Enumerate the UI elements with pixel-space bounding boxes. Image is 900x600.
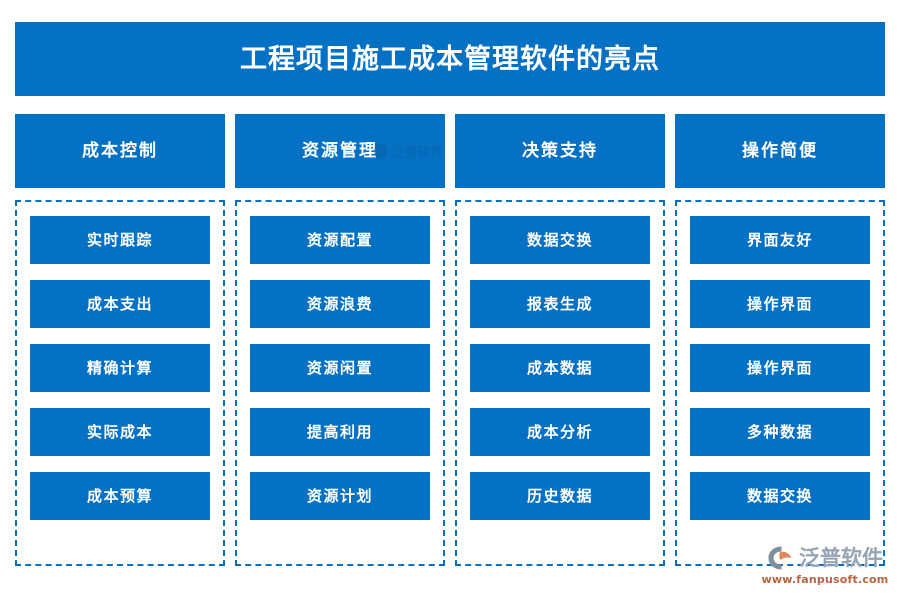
feature-item-label: 操作界面: [746, 294, 813, 313]
category-header-2[interactable]: 资源管理 泛普软件: [235, 114, 445, 188]
category-column-cost-control: 成本控制 实时跟踪 成本支出 精确计算 实际成本 成本预算: [15, 114, 225, 566]
logo-name: 泛普软件: [799, 545, 883, 570]
watermark-label: 泛普软件: [390, 145, 443, 161]
logo-row: 泛普软件: [767, 545, 883, 571]
feature-item[interactable]: 数据交换: [690, 472, 870, 520]
feature-item[interactable]: 提高利用: [250, 408, 430, 456]
feature-item-label: 成本预算: [86, 486, 153, 505]
feature-item[interactable]: 成本支出: [30, 280, 210, 328]
feature-item-label: 历史数据: [526, 486, 593, 505]
category-header-4[interactable]: 操作简便: [675, 114, 885, 188]
feature-item[interactable]: 精确计算: [30, 344, 210, 392]
feature-item[interactable]: 资源计划: [250, 472, 430, 520]
feature-item[interactable]: 资源闲置: [250, 344, 430, 392]
feature-item[interactable]: 成本分析: [470, 408, 650, 456]
category-column-ease-of-use: 操作简便 界面友好 操作界面 操作界面 多种数据 数据交换: [675, 114, 885, 566]
feature-list-3: 数据交换 报表生成 成本数据 成本分析 历史数据: [455, 200, 665, 566]
feature-item[interactable]: 数据交换: [470, 216, 650, 264]
feature-item[interactable]: 资源配置: [250, 216, 430, 264]
feature-item[interactable]: 实际成本: [30, 408, 210, 456]
category-header-label-3: 决策支持: [522, 140, 598, 161]
feature-item-label: 资源计划: [306, 486, 373, 505]
category-header-1[interactable]: 成本控制: [15, 114, 225, 188]
feature-item-label: 提高利用: [306, 422, 373, 441]
header-watermark: 泛普软件: [372, 142, 443, 161]
category-header-3[interactable]: 决策支持: [455, 114, 665, 188]
feature-item[interactable]: 历史数据: [470, 472, 650, 520]
page-title: 工程项目施工成本管理软件的亮点: [240, 43, 660, 75]
feature-item-label: 资源浪费: [306, 294, 373, 313]
feature-item-label: 报表生成: [526, 294, 593, 313]
feature-item[interactable]: 成本预算: [30, 472, 210, 520]
feature-item-label: 界面友好: [746, 230, 813, 249]
feature-item[interactable]: 操作界面: [690, 280, 870, 328]
feature-item-label: 实时跟踪: [86, 230, 153, 249]
category-column-decision-support: 决策支持 数据交换 报表生成 成本数据 成本分析 历史数据: [455, 114, 665, 566]
title-banner: 工程项目施工成本管理软件的亮点: [15, 22, 885, 96]
feature-item[interactable]: 资源浪费: [250, 280, 430, 328]
feature-item-label: 数据交换: [746, 486, 813, 505]
feature-item[interactable]: 操作界面: [690, 344, 870, 392]
feature-item[interactable]: 实时跟踪: [30, 216, 210, 264]
feature-item[interactable]: 成本数据: [470, 344, 650, 392]
feature-item-label: 资源闲置: [306, 358, 373, 377]
feature-item-label: 精确计算: [86, 358, 153, 377]
category-column-resource-management: 资源管理 泛普软件 资源配置 资源浪费 资源闲置 提高利用: [235, 114, 445, 566]
feature-item-label: 成本支出: [86, 294, 153, 313]
feature-item-label: 实际成本: [86, 422, 153, 441]
fanpu-swirl-icon: [768, 546, 792, 570]
category-columns: 成本控制 实时跟踪 成本支出 精确计算 实际成本 成本预算: [15, 114, 885, 566]
feature-item[interactable]: 报表生成: [470, 280, 650, 328]
category-header-label-4: 操作简便: [742, 140, 818, 161]
feature-item-label: 成本分析: [526, 422, 593, 441]
feature-item-label: 多种数据: [746, 422, 813, 441]
category-header-label-2: 资源管理: [302, 140, 378, 161]
feature-list-1: 实时跟踪 成本支出 精确计算 实际成本 成本预算: [15, 200, 225, 566]
feature-item-label: 资源配置: [306, 230, 373, 249]
feature-item[interactable]: 多种数据: [690, 408, 870, 456]
brand-logo[interactable]: 泛普软件 www.fanpusoft.com: [757, 541, 893, 589]
feature-list-4: 界面友好 操作界面 操作界面 多种数据 数据交换: [675, 200, 885, 566]
feature-item-label: 成本数据: [526, 358, 593, 377]
feature-item-label: 操作界面: [746, 358, 813, 377]
feature-list-2: 资源配置 资源浪费 资源闲置 提高利用 资源计划: [235, 200, 445, 566]
feature-item[interactable]: 界面友好: [690, 216, 870, 264]
feature-item-label: 数据交换: [526, 230, 593, 249]
logo-url: www.fanpusoft.com: [761, 573, 889, 586]
category-header-label-1: 成本控制: [82, 140, 158, 161]
